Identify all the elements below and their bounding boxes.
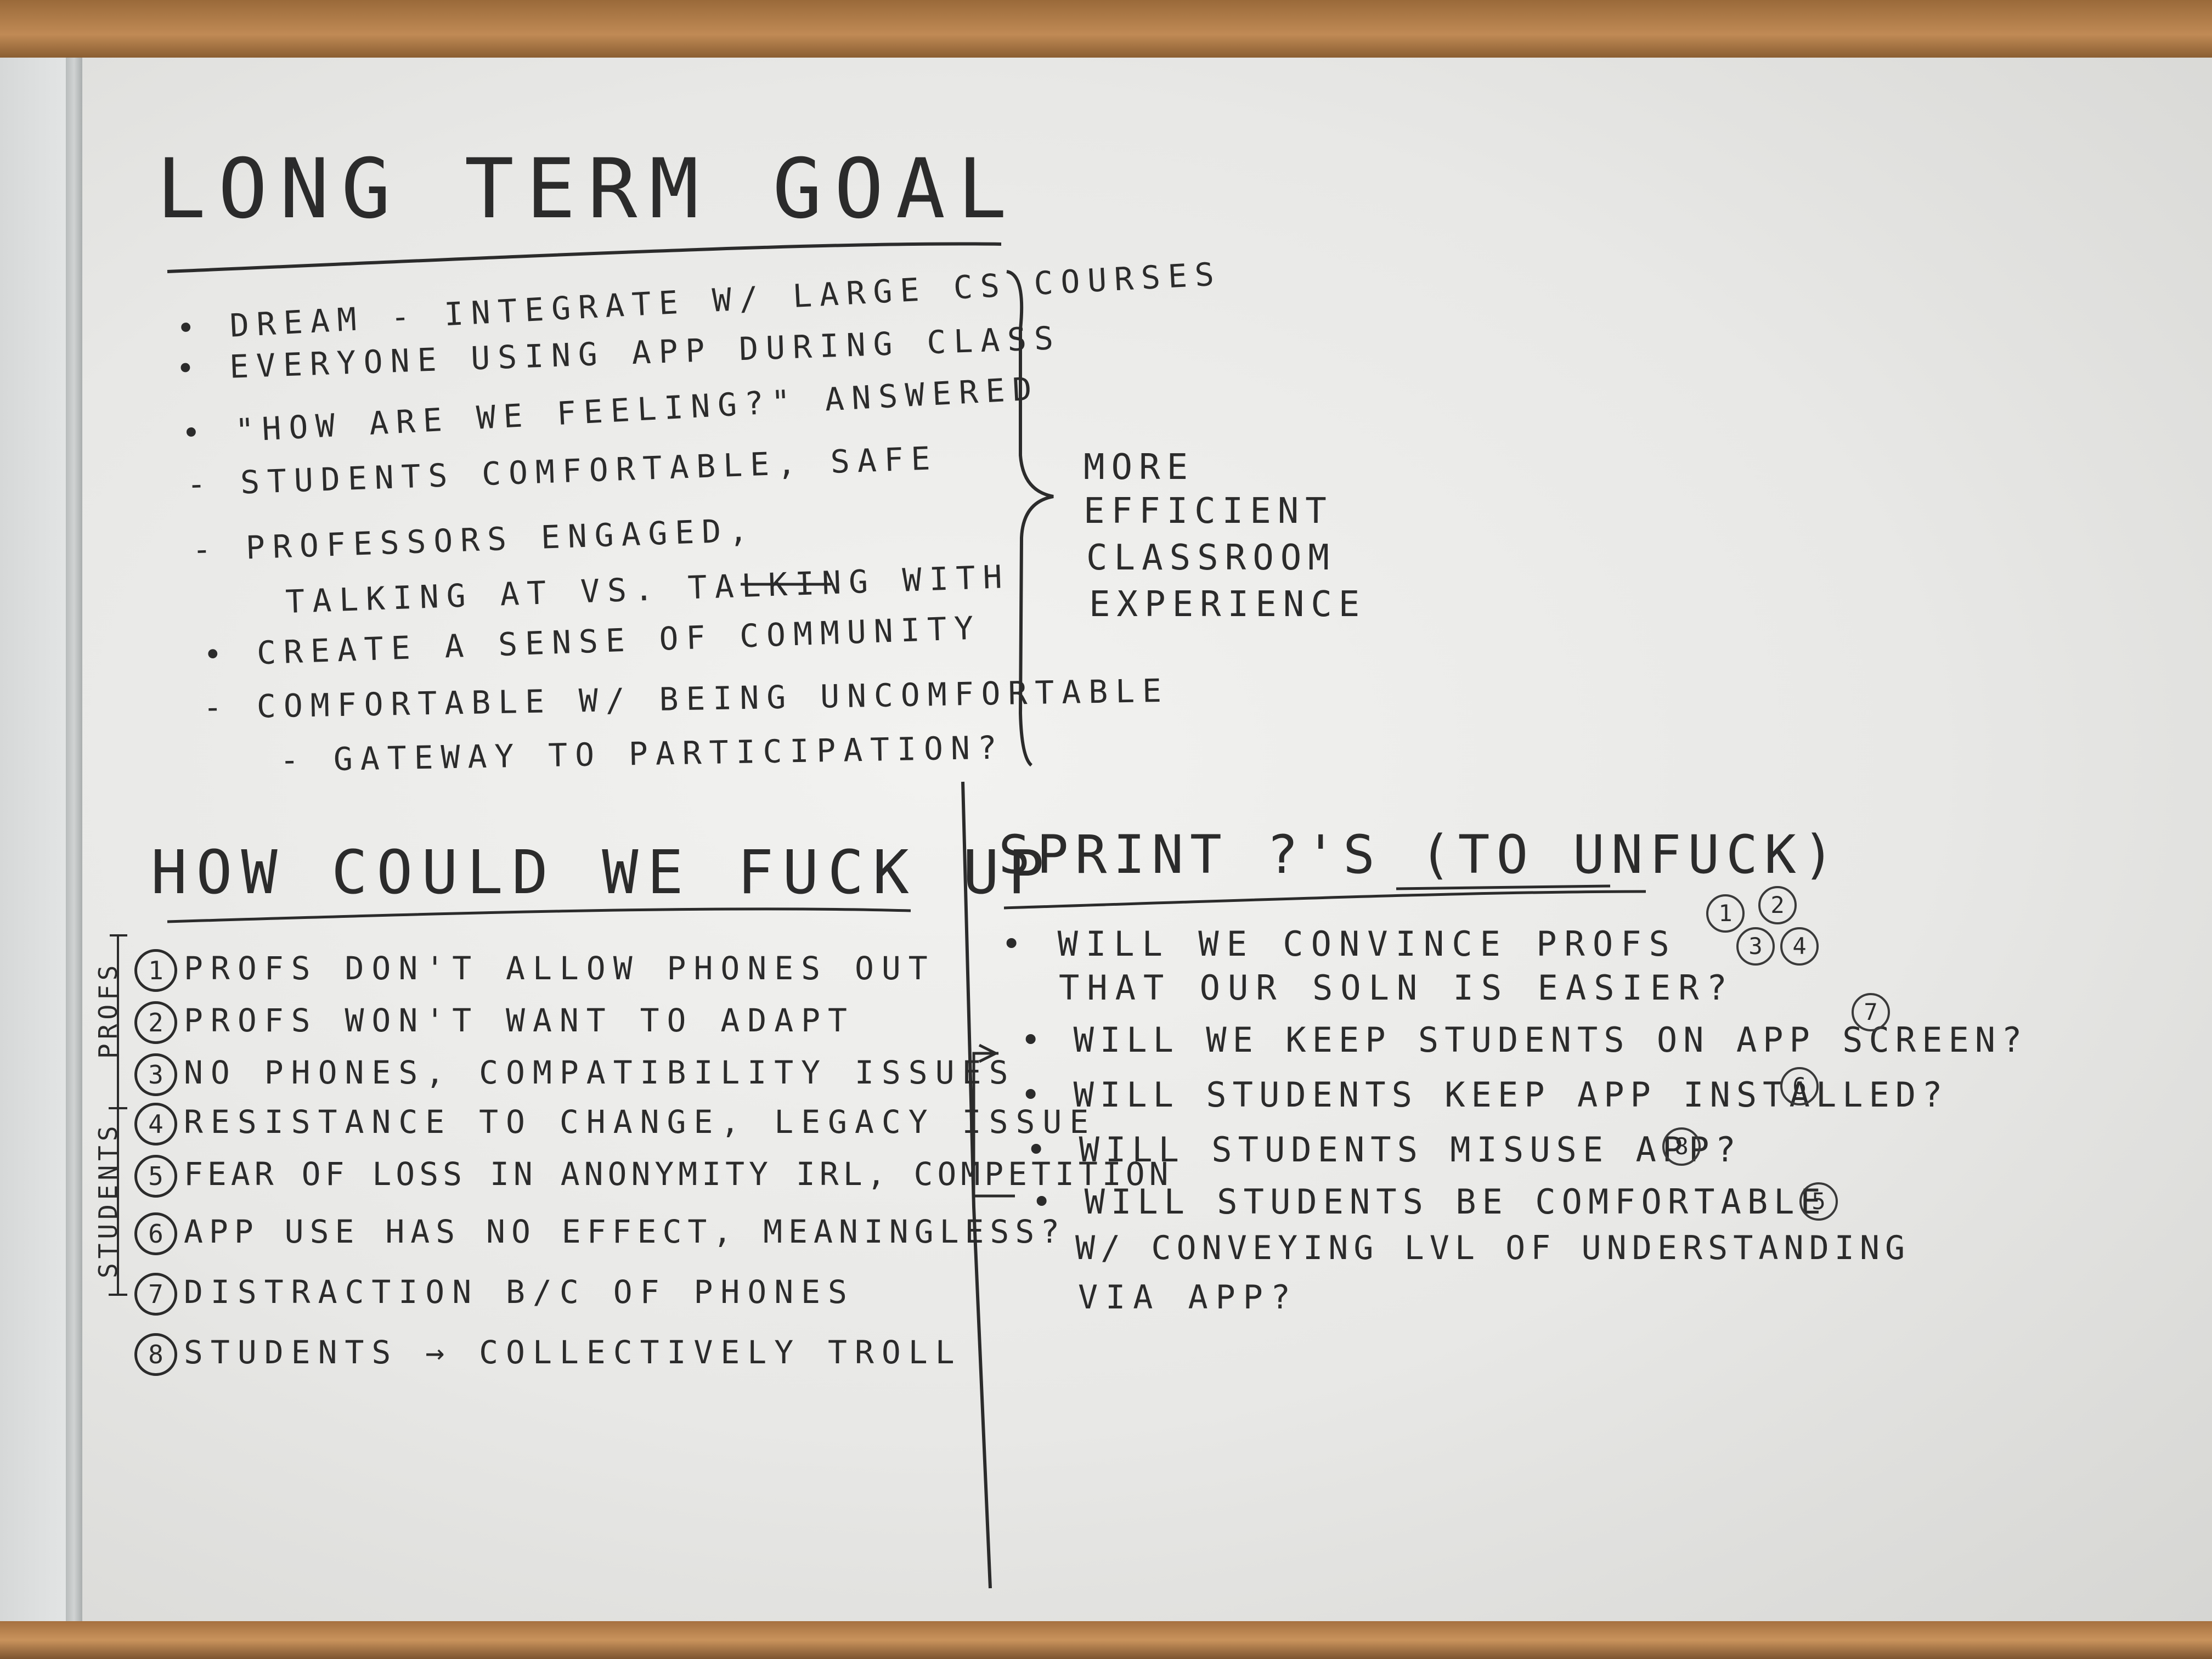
sprint-question: • WILL STUDENTS BE COMFORTABLE — [1031, 1182, 1827, 1222]
how-underline — [167, 907, 911, 923]
sprint-question: w/ CONVEYING LVL OF UNDERSTANDING — [1075, 1229, 1911, 1267]
risk-number: 5 — [134, 1155, 177, 1198]
risk-ref-tag: 3 — [1736, 927, 1775, 966]
risk-number: 2 — [134, 1001, 177, 1044]
how-could-we-title: HOW COULD WE FUCK UP — [151, 837, 1053, 907]
sprint-underline — [1003, 890, 1646, 910]
risk-number: 7 — [134, 1273, 177, 1316]
risk-ref-tag: 6 — [1780, 1067, 1819, 1105]
risk-number: 3 — [134, 1053, 177, 1096]
risk-text: NO PHONES, COMPATIBILITY ISSUES — [184, 1054, 1016, 1092]
marker-tray — [0, 1621, 2212, 1659]
sprint-title: SPRINT ?'S (TO UNFUCK) — [998, 824, 1841, 885]
profs-side-label: PROFS — [93, 961, 123, 1059]
risk-number: 1 — [134, 949, 177, 992]
risk-ref-tag: 8 — [1662, 1127, 1701, 1166]
goal-brace — [1006, 270, 1054, 767]
risk-text: FEAR OF LOSS IN ANONYMITY IRL, COMPETITI… — [184, 1155, 1173, 1193]
long-term-goal-title: LONG TERM GOAL — [156, 142, 1019, 237]
risk-text: PROFS DON'T ALLOW PHONES OUT — [184, 950, 935, 988]
risk-ref-tag: 7 — [1852, 993, 1890, 1031]
students-side-label: STUDENTS — [93, 1121, 123, 1278]
risk-text: STUDENTS → COLLECTIVELY TROLL — [184, 1334, 962, 1372]
risk-ref-tag: 4 — [1780, 927, 1819, 966]
arrow-head — [978, 1043, 999, 1063]
goal-summary-line: EFFICIENT — [1084, 491, 1333, 532]
board-frame-top — [0, 0, 2212, 58]
goal-summary-line: MORE — [1084, 447, 1195, 488]
risk-text: PROFS WON'T WANT TO ADAPT — [184, 1002, 855, 1040]
sprint-question: VIA APP? — [1078, 1278, 1298, 1317]
section-divider — [961, 781, 992, 1589]
adjacent-board — [0, 58, 74, 1621]
title-underline — [167, 242, 1002, 273]
sprint-question: • WILL WE CONVINCE PROFS — [1001, 924, 1677, 964]
goal-summary-line: EXPERIENCE — [1089, 584, 1367, 625]
sprint-question: THAT OUR SOLN IS EASIER? — [1059, 968, 1735, 1008]
sprint-question: • WILL WE KEEP STUDENTS ON APP SCREEN? — [1020, 1020, 2028, 1060]
goal-summary-line: CLASSROOM — [1086, 538, 1336, 578]
grouping-bracket — [972, 1052, 1015, 1198]
risk-number: 8 — [134, 1333, 177, 1376]
board-divider-strip — [66, 58, 82, 1621]
unfuck-underline — [1396, 884, 1611, 890]
risk-ref-tag: 1 — [1706, 894, 1745, 933]
risk-text: RESISTANCE TO CHANGE, LEGACY ISSUE — [184, 1103, 1097, 1141]
risk-ref-tag: 2 — [1758, 886, 1797, 924]
risk-number: 4 — [134, 1103, 177, 1146]
risk-number: 6 — [134, 1212, 177, 1255]
risk-text: DISTRACTION B/C OF PHONES — [184, 1273, 855, 1311]
whiteboard — [82, 58, 2212, 1621]
risk-text: APP USE HAS NO EFFECT, MEANINGLESS? — [184, 1213, 1066, 1251]
risk-ref-tag: 5 — [1799, 1182, 1838, 1221]
sprint-question: • WILL STUDENTS MISUSE APP? — [1026, 1130, 1742, 1170]
